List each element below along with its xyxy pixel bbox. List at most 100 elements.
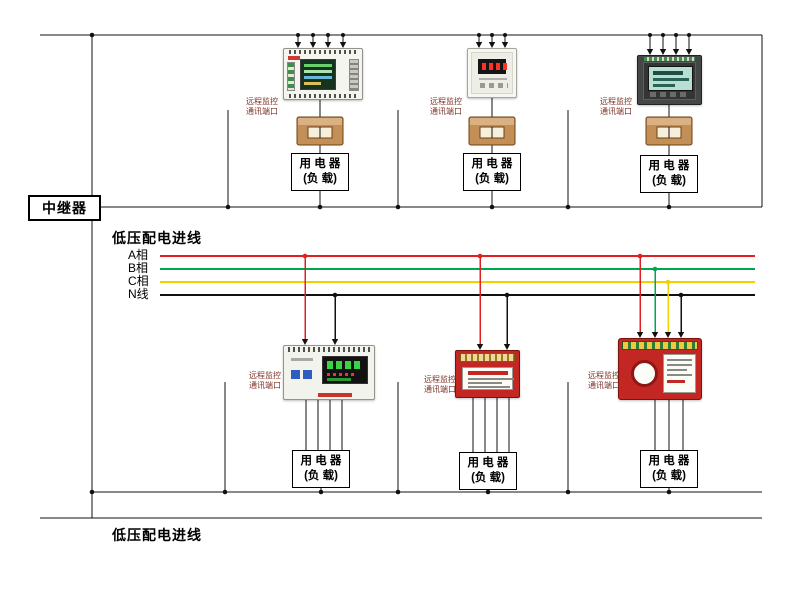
- screen-row: [304, 70, 332, 73]
- screen-row: [653, 78, 689, 81]
- label-line: [667, 380, 685, 383]
- terminal-strip: [287, 62, 295, 91]
- led-display: [322, 356, 368, 384]
- panel-meter-device-top-3: [637, 55, 702, 105]
- repeater-box: 中继器: [28, 195, 101, 221]
- port-label-line2: 通讯端口: [588, 380, 620, 390]
- led-display: [478, 59, 510, 74]
- screen-row: [653, 84, 675, 87]
- load-box: 用 电 器 (负 载): [640, 155, 698, 193]
- button: [291, 370, 300, 379]
- phase-a-label: A相: [128, 248, 149, 262]
- led-digits: [482, 63, 510, 70]
- led-digits: [327, 361, 363, 369]
- load-label-line1: 用 电 器: [300, 455, 342, 467]
- load-box: 用 电 器 (负 载): [292, 450, 350, 488]
- load-label-line1: 用 电 器: [299, 158, 341, 170]
- nameplate: [663, 354, 696, 393]
- port-label-line2: 通讯端口: [424, 384, 456, 394]
- load-label-line1: 用 电 器: [471, 158, 513, 170]
- ct-through-hole: [631, 360, 658, 387]
- feeder-label-top: 低压配电进线: [112, 230, 202, 246]
- current-transformer-icon: [645, 116, 693, 146]
- phase-n-label: N线: [128, 287, 149, 301]
- screen-row: [653, 71, 683, 75]
- load-box: 用 电 器 (负 载): [459, 452, 517, 490]
- ct-monitor-device-bottom-3: [618, 338, 702, 400]
- remote-port-label: 远程监控 通讯端口: [246, 97, 288, 116]
- phase-lines: [160, 255, 755, 296]
- load-label-line2: (负 载): [304, 470, 338, 482]
- label-line: [667, 369, 687, 371]
- transducer-device-bottom-2: [455, 350, 520, 398]
- remote-port-label: 远程监控 通讯端口: [424, 375, 466, 394]
- meter-bezel: [471, 52, 513, 94]
- load-box: 用 电 器 (负 载): [640, 450, 698, 488]
- nameplate: [462, 367, 514, 390]
- port-label-line2: 通讯端口: [430, 106, 462, 116]
- load-label-line1: 用 电 器: [648, 455, 690, 467]
- load-box: 用 电 器 (负 载): [463, 153, 521, 191]
- phase-b-label: B相: [128, 261, 149, 275]
- phase-tap-dots: [302, 253, 671, 285]
- meter-buttons: [650, 92, 690, 97]
- feeder-label-bottom: 低压配电进线: [112, 527, 202, 543]
- label-line: [479, 78, 507, 80]
- screen-row: [304, 76, 332, 79]
- load-label-line2: (负 载): [652, 175, 686, 187]
- label-line: [291, 358, 313, 361]
- label-line: [468, 378, 514, 380]
- brand-mark: [288, 56, 300, 60]
- repeater-label: 中继器: [42, 200, 87, 216]
- label-line: [667, 359, 692, 361]
- port-label-line2: 通讯端口: [600, 106, 632, 116]
- port-label-line2: 通讯端口: [246, 106, 278, 116]
- remote-port-label: 远程监控 通讯端口: [600, 97, 642, 116]
- label-line: [468, 386, 510, 388]
- model-text: [318, 393, 352, 397]
- junction-dots: [89, 32, 684, 495]
- load-label-line1: 用 电 器: [467, 457, 509, 469]
- button: [303, 370, 312, 379]
- load-label-line2: (负 载): [471, 472, 505, 484]
- port-label-line1: 远程监控: [588, 371, 620, 380]
- load-label-line2: (负 载): [475, 173, 509, 185]
- load-label-line1: 用 电 器: [648, 160, 690, 172]
- terminal-strip: [289, 94, 357, 98]
- remote-port-label: 远程监控 通讯端口: [430, 97, 472, 116]
- load-label-line2: (负 载): [303, 173, 337, 185]
- power-monitor-device-top-1: [283, 48, 363, 100]
- port-label-line1: 远程监控: [430, 97, 462, 106]
- terminal-strip: [289, 50, 357, 54]
- remote-port-label: 远程监控 通讯端口: [249, 371, 291, 390]
- terminal-strip: [349, 59, 359, 91]
- port-label-line2: 通讯端口: [249, 380, 281, 390]
- terminal-strip: [622, 341, 698, 350]
- label-line: [468, 371, 508, 375]
- remote-port-label: 远程监控 通讯端口: [588, 371, 630, 390]
- load-box: 用 电 器 (负 载): [291, 153, 349, 191]
- port-label-line1: 远程监控: [600, 97, 632, 106]
- label-line: [468, 382, 502, 384]
- label-line: [667, 364, 692, 366]
- screen-row: [304, 64, 332, 67]
- lcd-screen: [300, 59, 336, 90]
- terminal-strip: [460, 353, 515, 362]
- port-label-line1: 远程监控: [424, 375, 456, 384]
- current-transformer-icon: [296, 116, 344, 146]
- screen-row: [304, 82, 321, 85]
- phase-drops: [301, 256, 685, 350]
- phase-c-label: C相: [128, 274, 149, 288]
- terminal-strip: [288, 347, 370, 352]
- power-meter-device-bottom-1: [283, 345, 375, 400]
- indicator-row: [327, 373, 357, 376]
- top-device-feed-drops: [294, 33, 693, 55]
- label-line: [667, 374, 692, 376]
- load-label-line2: (负 载): [652, 470, 686, 482]
- port-label-line1: 远程监控: [249, 371, 281, 380]
- meter-bezel: [643, 62, 696, 100]
- port-label-line1: 远程监控: [246, 97, 278, 106]
- screen-row: [327, 378, 351, 381]
